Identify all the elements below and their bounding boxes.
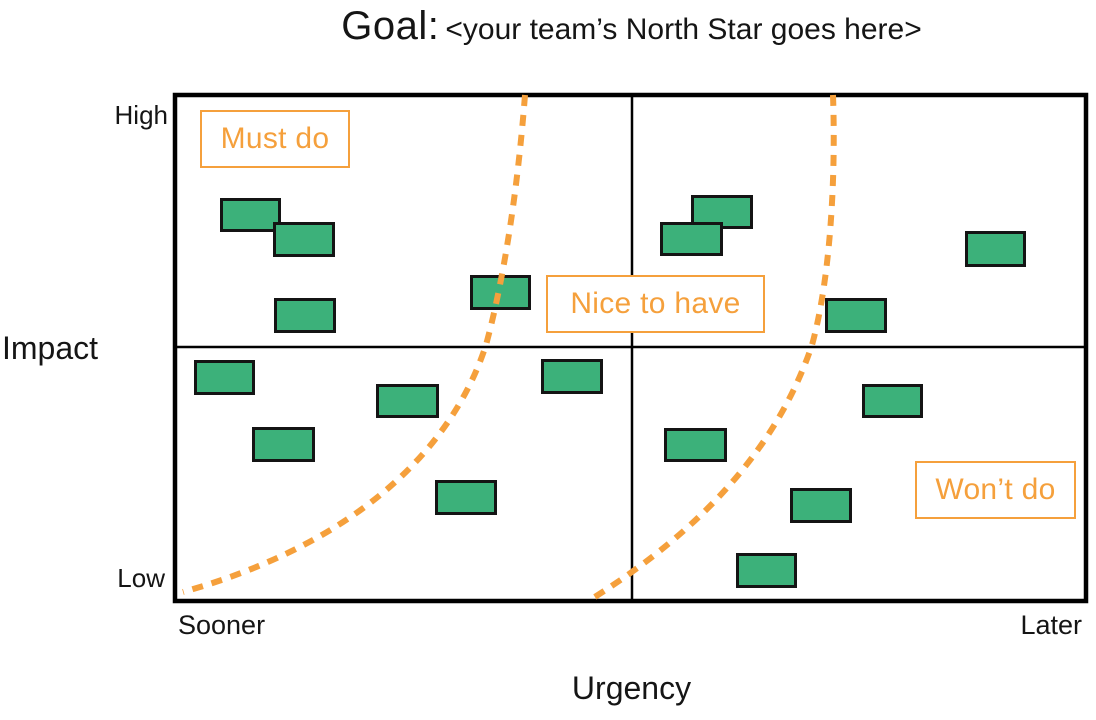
sticky-note-7[interactable] [965, 231, 1026, 267]
sticky-note-3[interactable] [274, 298, 336, 333]
y-axis-tick-low: Low [117, 563, 165, 593]
sticky-note-17[interactable] [736, 553, 797, 588]
sticky-note-1[interactable] [220, 198, 281, 232]
sticky-note-12[interactable] [252, 427, 315, 462]
y-axis-label: Impact [2, 330, 99, 366]
title-north-star-placeholder: <your team’s North Star goes here> [445, 13, 922, 46]
sticky-note-4[interactable] [470, 275, 531, 310]
sticky-note-9[interactable] [194, 360, 255, 395]
page-title: Goal:<your team’s North Star goes here> [173, 4, 1090, 49]
x-axis-tick-sooner: Sooner [178, 610, 266, 640]
sticky-note-11[interactable] [376, 384, 439, 418]
sticky-note-6[interactable] [660, 222, 723, 256]
x-axis-tick-later: Later [1020, 610, 1082, 640]
title-goal-prefix: Goal: [341, 4, 440, 48]
sticky-note-13[interactable] [435, 480, 497, 515]
sticky-note-15[interactable] [664, 428, 727, 462]
sticky-note-10[interactable] [541, 359, 603, 394]
x-axis-label: Urgency [571, 670, 692, 706]
sticky-note-14[interactable] [862, 384, 923, 418]
y-axis-tick-high: High [114, 100, 168, 130]
sticky-note-16[interactable] [790, 488, 852, 523]
sticky-note-8[interactable] [825, 298, 887, 333]
sticky-note-2[interactable] [273, 222, 335, 257]
